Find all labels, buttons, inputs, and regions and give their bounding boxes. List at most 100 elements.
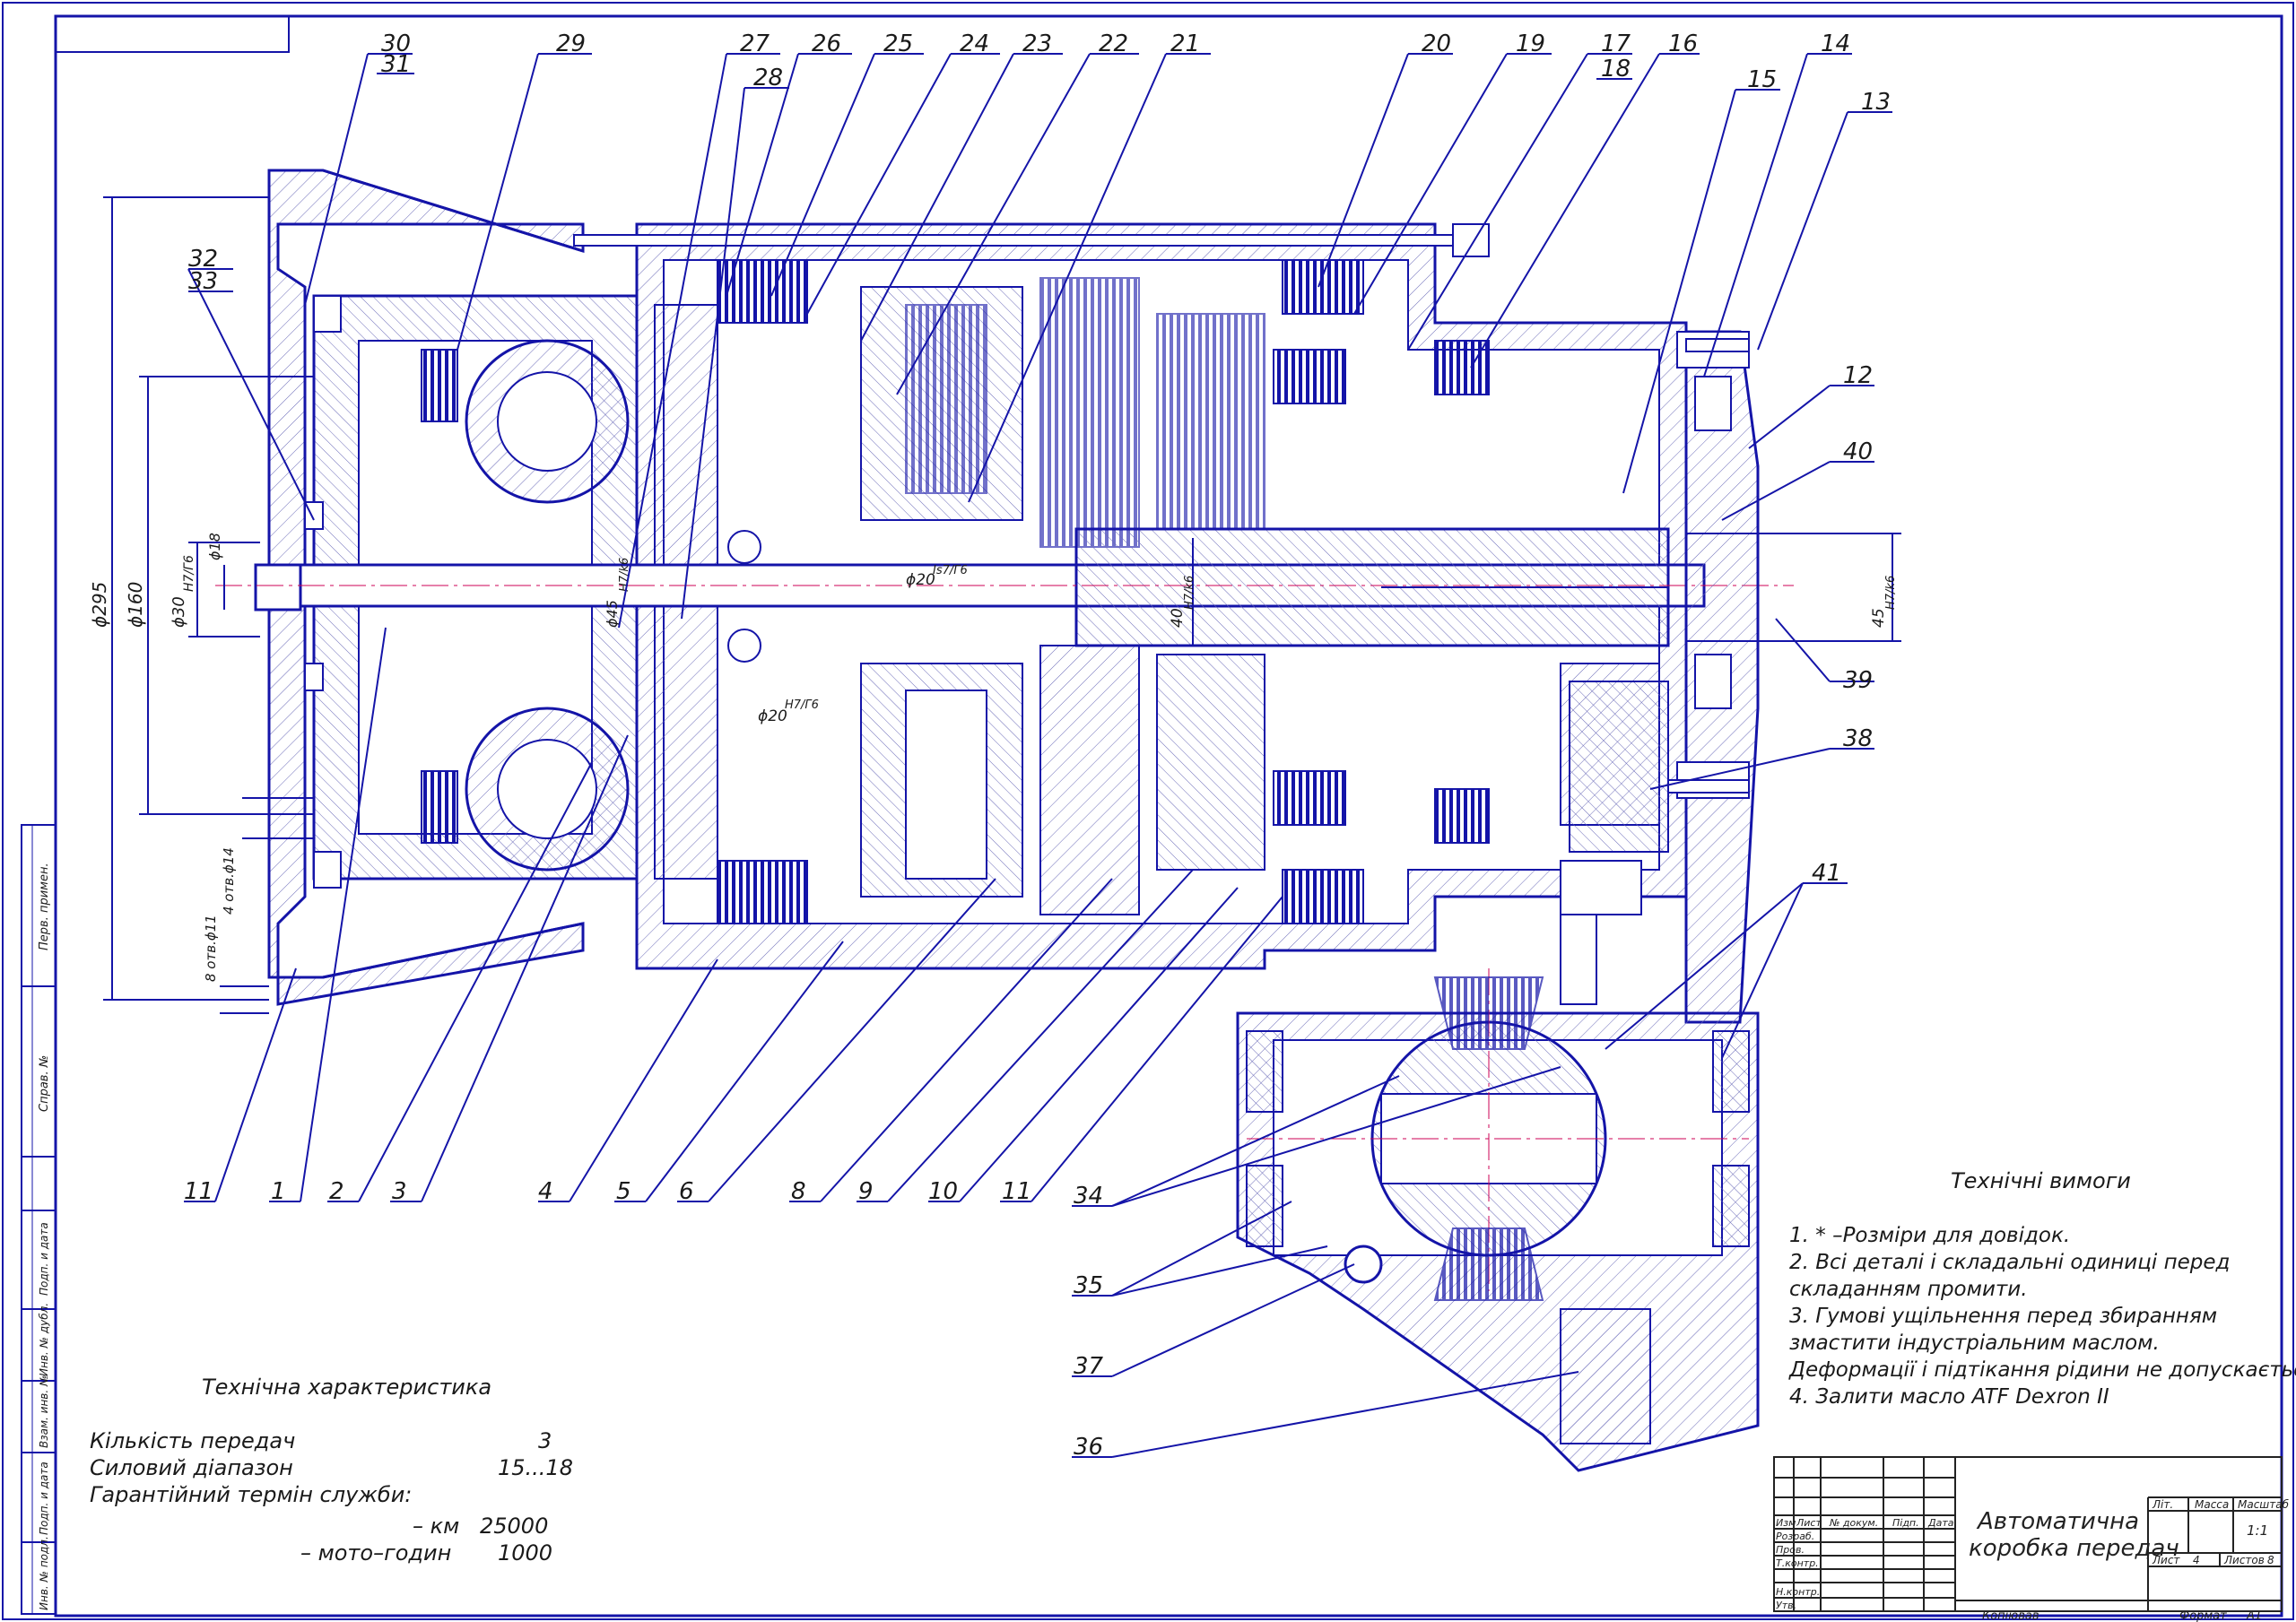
tb-format-value: А1 bbox=[2246, 1609, 2262, 1622]
callout-33: 33 bbox=[188, 268, 218, 295]
characteristics-title: Технічна характеристика bbox=[202, 1375, 491, 1400]
tb-format: Формат bbox=[2179, 1609, 2227, 1622]
stamp-inv-podl: Инв. № подл. bbox=[38, 1536, 50, 1610]
tb-tkontr: Т.контр. bbox=[1776, 1557, 1819, 1569]
callout-20: 20 bbox=[1422, 30, 1451, 57]
callout-28: 28 bbox=[753, 65, 783, 91]
dim-d20a: ϕ20 bbox=[906, 571, 935, 589]
callout-36: 36 bbox=[1074, 1434, 1103, 1461]
side-stamp: Перв. примен. Справ. № Подп. и дата Инв.… bbox=[21, 824, 57, 1615]
stamp-podp1: Подп. и дата bbox=[38, 1222, 50, 1296]
callout-11-right: 11 bbox=[1002, 1178, 1031, 1205]
requirements-title: Технічні вимоги bbox=[1951, 1168, 2131, 1193]
callout-25: 25 bbox=[883, 30, 913, 57]
callout-14: 14 bbox=[1821, 30, 1850, 57]
dim-d20a-fit: Is7/Г6 bbox=[933, 564, 968, 577]
stamp-inv-dubl: Инв. № дубл. bbox=[38, 1303, 50, 1376]
tb-sign: Підп. bbox=[1892, 1517, 1919, 1529]
drawing-title-line-2: коробка передач bbox=[1969, 1535, 2179, 1562]
callout-21: 21 bbox=[1170, 30, 1200, 57]
requirements-line-5: змастити індустріальним маслом. bbox=[1789, 1331, 2160, 1355]
callout-30: 30 bbox=[381, 30, 411, 57]
planetary-set-3 bbox=[1156, 313, 1265, 871]
callout-15: 15 bbox=[1747, 66, 1777, 93]
tb-razrab: Розраб. bbox=[1776, 1531, 1814, 1542]
planetary-set-2 bbox=[1039, 277, 1140, 915]
tb-nkontr: Н.контр. bbox=[1776, 1586, 1820, 1598]
callout-17: 17 bbox=[1601, 30, 1631, 57]
tb-scale: Масштаб bbox=[2238, 1498, 2290, 1511]
dim-d160: ϕ160 bbox=[125, 582, 146, 628]
stamp-perv: Перв. примен. bbox=[38, 863, 51, 950]
clutch-pack-4 bbox=[1282, 869, 1364, 924]
callout-11-left: 11 bbox=[184, 1178, 213, 1205]
tb-lit: Літ. bbox=[2152, 1498, 2173, 1511]
planetary-set-1 bbox=[860, 286, 1023, 898]
tb-sheets-no: 8 bbox=[2267, 1554, 2274, 1566]
callout-5: 5 bbox=[616, 1178, 631, 1205]
dim-d20b: ϕ20 bbox=[758, 707, 787, 725]
callout-numbers: 30 31 29 27 26 25 24 23 22 21 28 20 19 1… bbox=[184, 30, 1891, 1461]
inner-frame bbox=[54, 14, 2283, 1618]
callout-35: 35 bbox=[1074, 1272, 1103, 1299]
technical-requirements: Технічні вимоги 1. * –Розміри для довідо… bbox=[1788, 1168, 2296, 1409]
tb-copied: Копіював bbox=[1982, 1609, 2039, 1622]
tb-list: Лист bbox=[1796, 1517, 1822, 1529]
callout-41: 41 bbox=[1812, 860, 1841, 887]
stamp-podp2: Подп. и дата bbox=[38, 1462, 50, 1535]
tb-sheets: Листов bbox=[2223, 1554, 2265, 1566]
callout-22: 22 bbox=[1099, 30, 1128, 57]
dim-d20b-fit: H7/Г6 bbox=[785, 698, 819, 712]
dim-d45: ϕ45 bbox=[604, 600, 621, 628]
callout-1: 1 bbox=[271, 1178, 286, 1205]
char-label-km: – км bbox=[413, 1514, 459, 1539]
tb-sheet: Лист bbox=[2152, 1554, 2180, 1566]
callout-12: 12 bbox=[1843, 362, 1873, 389]
requirements-line-7: 4. Залити масло ATF Dexron II bbox=[1789, 1385, 2109, 1409]
char-value-km: 25000 bbox=[480, 1514, 548, 1539]
callout-18: 18 bbox=[1601, 56, 1631, 82]
callout-2: 2 bbox=[329, 1178, 344, 1205]
drawing-title-line-1: Автоматична bbox=[1976, 1508, 2139, 1535]
dimension-labels: ϕ295 ϕ160 ϕ30 H7/Г6 ϕ18 ϕ45 H7/k6 ϕ20 Is… bbox=[89, 533, 1898, 982]
technical-characteristics: Технічна характеристика Кількість переда… bbox=[90, 1375, 573, 1566]
tb-izm: Изм bbox=[1776, 1517, 1796, 1529]
callout-13: 13 bbox=[1861, 89, 1891, 116]
callout-40: 40 bbox=[1843, 438, 1873, 465]
clutch-pack-1 bbox=[717, 259, 808, 324]
callout-3: 3 bbox=[392, 1178, 407, 1205]
stamp-vzam: Взам. инв. № bbox=[38, 1375, 50, 1448]
dim-holes11: 8 отв.ϕ11 bbox=[203, 915, 219, 982]
callout-6: 6 bbox=[679, 1178, 694, 1205]
clutch-pack-3 bbox=[1282, 259, 1364, 315]
callout-19: 19 bbox=[1516, 30, 1545, 57]
tb-utv: Утв. bbox=[1776, 1600, 1796, 1611]
callout-23: 23 bbox=[1022, 30, 1052, 57]
requirements-line-1: 1. * –Розміри для довідок. bbox=[1789, 1224, 2070, 1247]
char-value-range: 15...18 bbox=[498, 1455, 573, 1480]
callout-4: 4 bbox=[538, 1178, 553, 1205]
requirements-line-3: складанням промити. bbox=[1789, 1278, 2028, 1301]
dim-d295: ϕ295 bbox=[89, 582, 110, 628]
tb-sheet-no: 4 bbox=[2193, 1554, 2200, 1566]
title-block bbox=[1773, 1456, 2283, 1612]
tb-doc: № докум. bbox=[1829, 1517, 1878, 1529]
dim-d18: ϕ18 bbox=[206, 533, 223, 560]
callout-8: 8 bbox=[791, 1178, 806, 1205]
corner-box bbox=[55, 15, 290, 53]
dim-d45r: 45 bbox=[1870, 608, 1888, 628]
callout-31: 31 bbox=[381, 51, 411, 78]
char-value-gears: 3 bbox=[538, 1428, 552, 1453]
callout-38: 38 bbox=[1843, 725, 1873, 752]
dim-d30-fit: H7/Г6 bbox=[182, 555, 196, 592]
callout-39: 39 bbox=[1843, 667, 1873, 694]
char-label-gears: Кількість передач bbox=[90, 1428, 295, 1453]
stamp-sprav: Справ. № bbox=[38, 1055, 51, 1112]
char-value-hours: 1000 bbox=[498, 1540, 552, 1566]
tb-prov: Пров. bbox=[1776, 1544, 1805, 1556]
title-block-text: Автоматична коробка передач Літ. Масса М… bbox=[1776, 1498, 2290, 1622]
callout-10: 10 bbox=[928, 1178, 958, 1205]
dim-d30: ϕ30 bbox=[170, 596, 188, 628]
